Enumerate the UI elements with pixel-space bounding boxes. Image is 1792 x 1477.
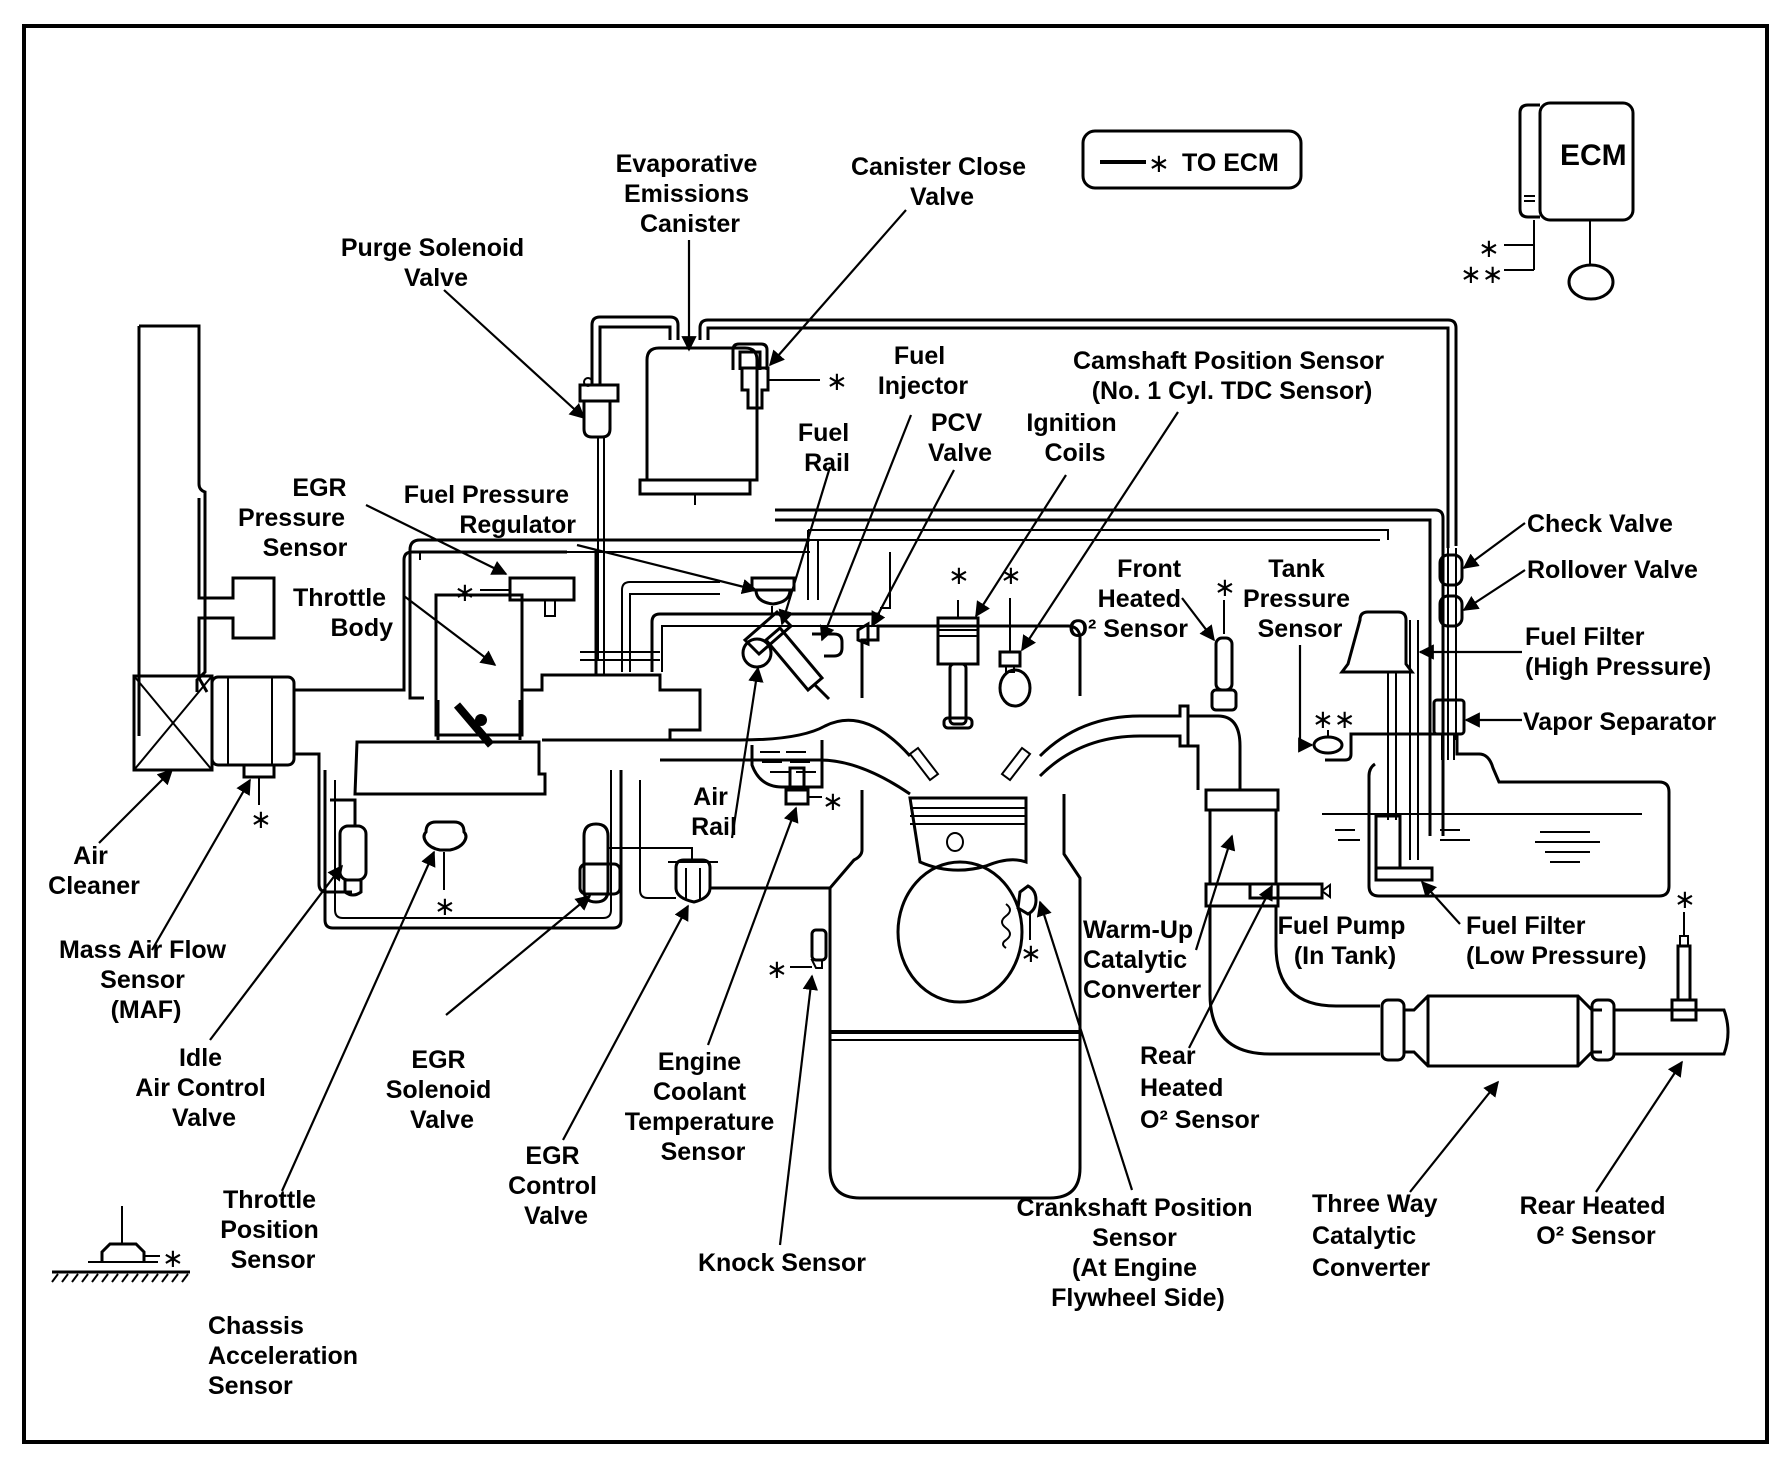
canister-valve-asterisk: ∗	[826, 366, 848, 396]
knock-sensor: ∗	[766, 928, 828, 984]
front-o2-asterisk: ∗	[1214, 572, 1236, 602]
throttle-position-sensor: ∗	[422, 820, 468, 921]
label-rear-o2-right: Rear Heated O² Sensor	[1520, 1192, 1673, 1250]
ecm-unit: ECM ∗ ∗∗	[1460, 101, 1635, 301]
label-purge-solenoid: Purge Solenoid Valve	[341, 234, 531, 292]
chassis-acceleration-sensor: ∗	[51, 1206, 190, 1283]
tank-pressure-asterisk: ∗∗	[1312, 704, 1356, 734]
coolant-reservoir: ∗	[750, 740, 844, 816]
label-throttle-body: Throttle Body	[293, 584, 393, 642]
label-egr-control: EGR Control Valve	[508, 1142, 604, 1230]
ecm-mark-single: ∗	[1478, 233, 1500, 263]
tps-asterisk: ∗	[434, 891, 456, 921]
egr-pressure-sensor: ∗	[454, 576, 576, 617]
exhaust-system: ∗	[1188, 714, 1730, 1068]
label-fuel-pump: Fuel Pump (In Tank)	[1278, 912, 1413, 970]
ecm-mark-double: ∗∗	[1460, 259, 1504, 289]
ect-asterisk: ∗	[822, 786, 844, 816]
crank-asterisk: ∗	[1020, 938, 1042, 968]
label-pcv-valve: PCV Valve	[928, 409, 992, 467]
label-rear-o2-left: Rear Heated O² Sensor	[1140, 1042, 1260, 1134]
label-egr-solenoid: EGR Solenoid Valve	[386, 1046, 499, 1134]
front-o2-sensor: ∗	[1210, 572, 1238, 712]
legend-box: ∗ TO ECM	[1081, 129, 1303, 190]
evap-canister: ∗	[638, 318, 1458, 548]
label-fuel-pressure-regulator: Fuel Pressure Regulator	[404, 481, 577, 539]
intake-plenum	[323, 740, 623, 930]
label-tank-pressure-sensor: Tank Pressure Sensor	[1243, 555, 1357, 643]
maf-asterisk: ∗	[250, 804, 272, 834]
label-ignition-coils: Ignition Coils	[1026, 409, 1123, 467]
ecm-label: ECM	[1560, 139, 1627, 172]
component-labels: Evaporative Emissions Canister Canister …	[48, 150, 1716, 1400]
egr-pressure-asterisk: ∗	[454, 577, 476, 607]
label-vapor-separator: Vapor Separator	[1523, 708, 1716, 736]
knock-asterisk: ∗	[766, 954, 788, 984]
leader-lines	[98, 209, 1683, 1246]
engine-block: ∗	[660, 704, 1190, 1200]
label-fuel-filter-high: Fuel Filter (High Pressure)	[1525, 623, 1711, 681]
legend-text: TO ECM	[1182, 149, 1279, 177]
label-fuel-rail: Fuel Rail	[798, 419, 856, 477]
maf-sensor: ∗	[210, 675, 296, 834]
label-fuel-injector: Fuel Injector	[878, 342, 969, 400]
camshaft-asterisk: ∗	[1000, 560, 1022, 590]
label-check-valve: Check Valve	[1527, 510, 1673, 538]
label-crankshaft-sensor: Crankshaft Position Sensor (At Engine Fl…	[1016, 1194, 1259, 1312]
label-fuel-filter-low: Fuel Filter (Low Pressure)	[1466, 912, 1647, 970]
label-tps: Throttle Position Sensor	[220, 1186, 326, 1274]
label-egr-pressure-sensor: EGR Pressure Sensor	[238, 474, 354, 562]
rear-o2-right-asterisk: ∗	[1674, 884, 1696, 914]
coil-asterisk: ∗	[948, 560, 970, 590]
label-camshaft-sensor: Camshaft Position Sensor (No. 1 Cyl. TDC…	[1073, 347, 1391, 405]
label-canister-close-valve: Canister Close Valve	[851, 153, 1033, 211]
label-knock-sensor: Knock Sensor	[698, 1249, 866, 1277]
label-ect: Engine Coolant Temperature Sensor	[625, 1048, 782, 1166]
diagram-frame	[22, 24, 1769, 1444]
fuel-injector-assembly	[741, 609, 844, 701]
label-iac: Idle Air Control Valve	[135, 1044, 273, 1132]
air-intake	[132, 324, 276, 772]
intake-duct	[294, 550, 702, 894]
label-front-o2: Front Heated O² Sensor	[1069, 555, 1189, 643]
chassis-asterisk: ∗	[162, 1243, 184, 1273]
label-rollover-valve: Rollover Valve	[1527, 556, 1698, 584]
legend-asterisk: ∗	[1148, 148, 1170, 178]
label-chassis-accel: Chassis Acceleration Sensor	[208, 1312, 365, 1400]
fuel-pressure-regulator	[750, 576, 796, 616]
cylinder-head: ∗ ∗	[856, 560, 1082, 730]
label-three-way-cat: Three Way Catalytic Converter	[1312, 1190, 1444, 1282]
label-air-cleaner: Air Cleaner	[48, 842, 140, 900]
label-maf: Mass Air Flow Sensor (MAF)	[59, 936, 233, 1024]
fuel-tank-system: ∗∗	[1312, 548, 1671, 898]
label-air-rail: Air Rail	[691, 783, 737, 841]
label-warmup-cat: Warm-Up Catalytic Converter	[1083, 916, 1201, 1004]
label-evap-canister: Evaporative Emissions Canister	[616, 150, 765, 238]
evap-system	[578, 315, 680, 660]
